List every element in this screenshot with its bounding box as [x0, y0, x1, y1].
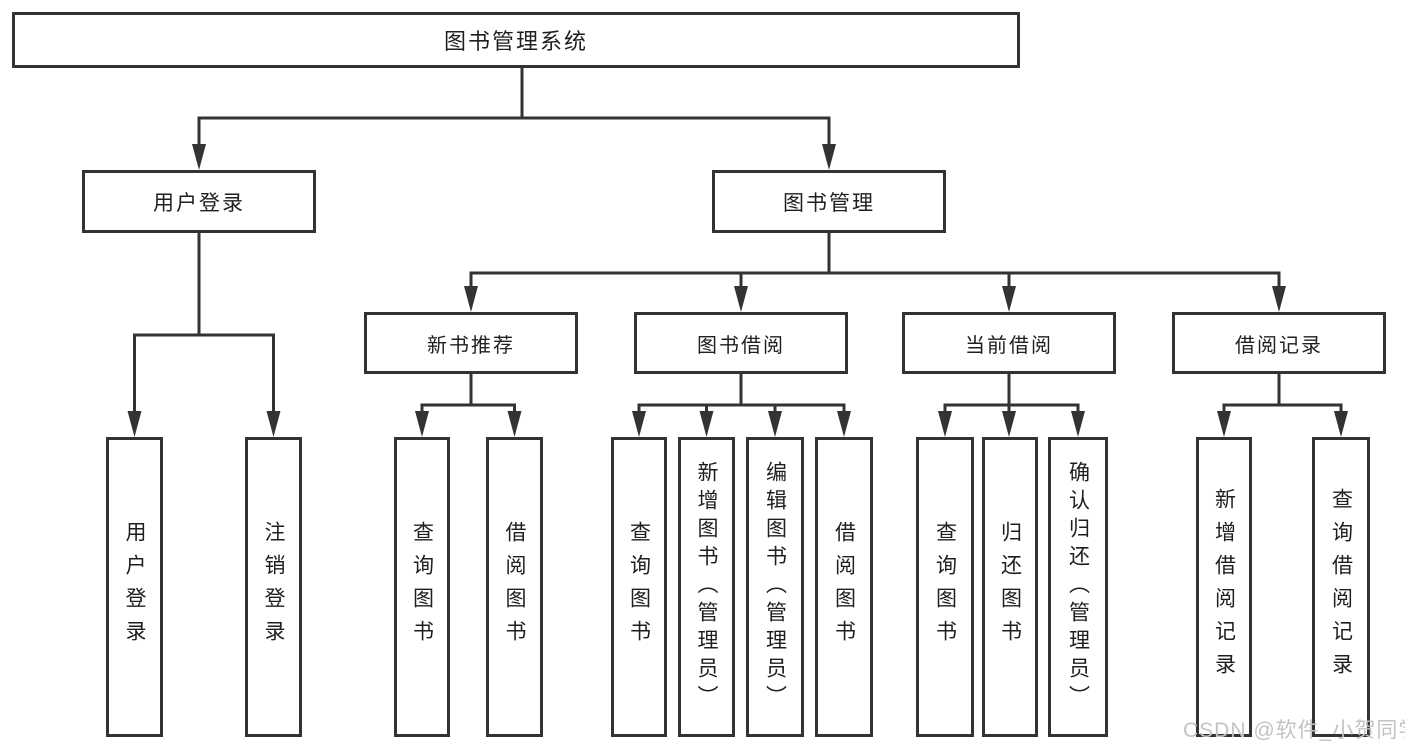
node-label: 新书推荐 — [427, 334, 515, 357]
node-label: 图书管理 — [783, 191, 875, 215]
node-add-borrowing-record: 新增借阅记录 — [1196, 437, 1252, 737]
node-return-books: 归还图书 — [982, 437, 1038, 737]
connector-segments — [133, 68, 1343, 417]
node-label: 借阅记录 — [1235, 334, 1323, 357]
node-label: 查询借阅记录 — [1329, 488, 1353, 686]
node-label: 归还图书 — [998, 521, 1022, 653]
node-label: 新增借阅记录 — [1212, 488, 1236, 686]
node-label: 编辑图书（管理员） — [763, 461, 787, 713]
node-label: 借阅图书 — [503, 521, 526, 653]
node-borrow-books-recommend: 借阅图书 — [486, 437, 543, 737]
arrow-heads — [127, 144, 1348, 437]
node-label: 查询图书 — [933, 521, 957, 653]
node-label: 用户登录 — [153, 191, 245, 215]
node-logout-login: 注销登录 — [245, 437, 302, 737]
node-query-books-recommend: 查询图书 — [394, 437, 450, 737]
node-label: 图书借阅 — [697, 334, 785, 357]
node-label: 注销登录 — [262, 521, 285, 653]
node-label: 用户登录 — [123, 521, 146, 653]
node-user-login-leaf: 用户登录 — [106, 437, 163, 737]
node-label: 查询图书 — [410, 521, 434, 653]
node-label: 确认归还（管理员） — [1066, 461, 1090, 713]
node-borrowing-records: 借阅记录 — [1172, 312, 1386, 374]
node-user-login: 用户登录 — [82, 170, 316, 233]
node-book-management: 图书管理 — [712, 170, 946, 233]
node-add-books-admin: 新增图书（管理员） — [678, 437, 735, 737]
node-query-books-borrowing: 查询图书 — [611, 437, 667, 737]
node-new-book-recommendation: 新书推荐 — [364, 312, 578, 374]
node-current-borrowing: 当前借阅 — [902, 312, 1116, 374]
node-edit-books-admin: 编辑图书（管理员） — [746, 437, 804, 737]
node-book-borrowing: 图书借阅 — [634, 312, 848, 374]
node-label: 新增图书（管理员） — [695, 461, 718, 713]
node-label: 借阅图书 — [832, 521, 856, 653]
node-root: 图书管理系统 — [12, 12, 1020, 68]
node-query-borrowing-record: 查询借阅记录 — [1312, 437, 1370, 737]
csdn-watermark: CSDN @软件_小贺同学 — [1183, 719, 1405, 742]
node-label: 当前借阅 — [965, 334, 1053, 357]
node-query-books-current: 查询图书 — [916, 437, 974, 737]
node-confirm-return-admin: 确认归还（管理员） — [1048, 437, 1108, 737]
node-borrow-books-borrowing: 借阅图书 — [815, 437, 873, 737]
node-label: 查询图书 — [627, 521, 651, 653]
node-label: 图书管理系统 — [443, 29, 588, 54]
